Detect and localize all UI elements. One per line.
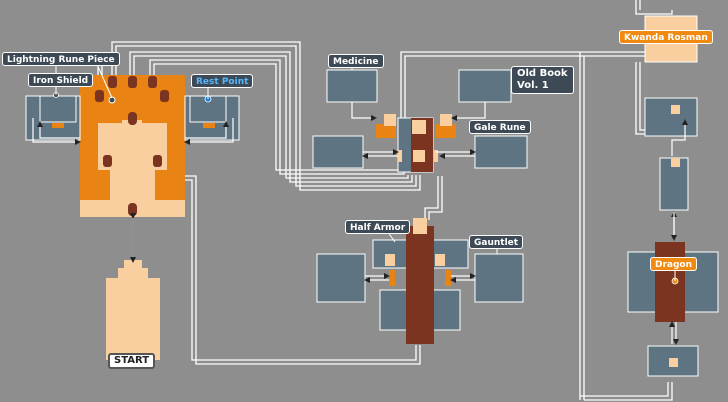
central-area (312, 69, 528, 173)
label-lightning-rune-piece: Lightning Rune Piece (2, 52, 120, 66)
label-rest-point: Rest Point (191, 74, 254, 88)
label-start: START (108, 353, 156, 369)
lower-hall (316, 218, 524, 344)
start-building (106, 213, 160, 360)
label-old-book: Old Book Vol. 1 (511, 66, 574, 94)
label-medicine: Medicine (328, 54, 384, 68)
castle-left (80, 75, 185, 217)
old-book-line-1: Old Book (517, 68, 568, 79)
label-half-armor: Half Armor (345, 220, 411, 234)
label-dragon: Dragon (650, 257, 698, 271)
corridors (97, 0, 691, 401)
label-gauntlet: Gauntlet (469, 235, 524, 249)
old-book-line-2: Vol. 1 (517, 80, 549, 91)
right-column (627, 15, 719, 377)
label-kwanda-rosman: Kwanda Rosman (619, 30, 713, 44)
label-gale-rune: Gale Rune (469, 120, 531, 134)
label-iron-shield: Iron Shield (28, 73, 94, 87)
side-rooms-left (25, 92, 240, 141)
